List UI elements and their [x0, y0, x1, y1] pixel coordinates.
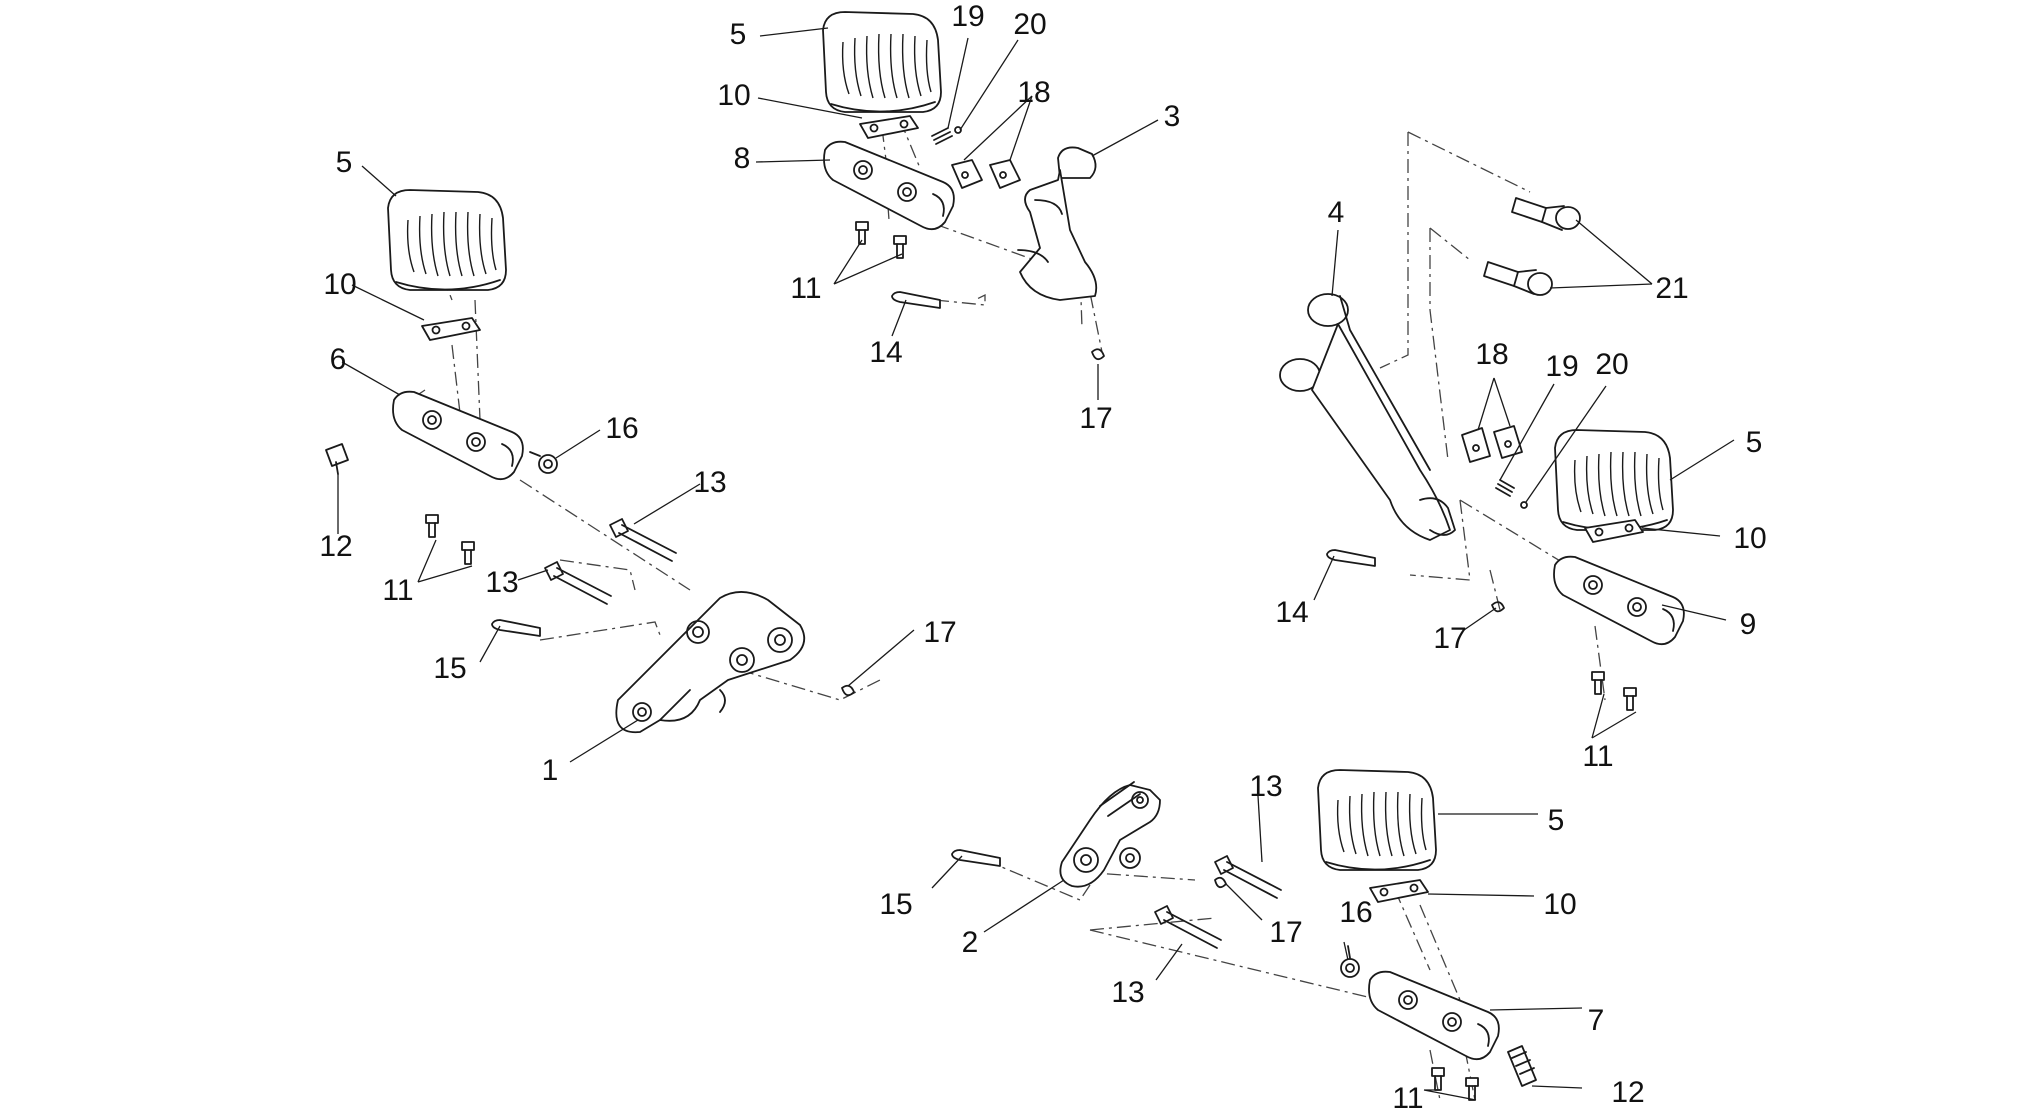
callout-4: 4	[1328, 196, 1345, 229]
callout-5: 5	[1746, 426, 1763, 459]
callout-20: 20	[1595, 348, 1628, 381]
callout-14: 14	[869, 336, 902, 369]
callout-10: 10	[717, 79, 750, 112]
bolt-lower-b	[1465, 1077, 1479, 1101]
callout-16: 16	[605, 412, 638, 445]
callout-21: 21	[1655, 272, 1688, 305]
clip-right	[1491, 601, 1505, 613]
long-bolt-left-a	[609, 518, 677, 562]
spring-lower	[1340, 945, 1360, 978]
assembly-centerlines	[394, 39, 1606, 1101]
footpeg-bracket-right	[1553, 555, 1685, 646]
footpeg-plate-upper	[859, 115, 919, 139]
long-bolt-lower-a	[1214, 855, 1282, 899]
shift-lever-right	[1279, 293, 1456, 541]
callout-5: 5	[1548, 804, 1565, 837]
callout-10: 10	[1733, 522, 1766, 555]
callout-18: 18	[1017, 76, 1050, 109]
long-bolt-lower-b	[1154, 905, 1222, 949]
callout-11: 11	[1392, 1082, 1423, 1109]
callout-15: 15	[433, 652, 466, 685]
pin-lower	[951, 849, 1001, 867]
clip-lower	[1214, 876, 1227, 889]
callout-18: 18	[1475, 338, 1508, 371]
callout-20: 20	[1013, 8, 1046, 41]
bolt-left-b	[461, 541, 475, 565]
left-assembly	[325, 189, 855, 734]
callout-17: 17	[923, 616, 956, 649]
brake-lever-upper	[1017, 146, 1098, 301]
footpeg-bracket-lower	[1368, 970, 1500, 1061]
callout-13: 13	[485, 566, 518, 599]
clip-left	[841, 684, 855, 697]
bushing-pads-upper	[951, 159, 1021, 189]
right-assembly	[1279, 197, 1685, 711]
callout-10: 10	[323, 268, 356, 301]
callout-5: 5	[730, 18, 747, 51]
callout-15: 15	[879, 888, 912, 921]
mounting-plate-lower	[1059, 781, 1161, 888]
callout-8: 8	[734, 142, 751, 175]
callout-7: 7	[1588, 1004, 1605, 1037]
callout-2: 2	[962, 926, 979, 959]
spring-right	[1495, 479, 1528, 509]
callout-19: 19	[951, 0, 984, 33]
long-bolt-left-b	[544, 561, 612, 605]
callout-11: 11	[382, 574, 413, 607]
footpeg-rubber-left	[387, 189, 507, 291]
cap-screw-right-b	[1483, 261, 1553, 296]
callout-17: 17	[1269, 916, 1302, 949]
callout-9: 9	[1740, 608, 1757, 641]
footpeg-plate-lower	[1369, 879, 1429, 903]
callout-14: 14	[1275, 596, 1308, 629]
clip-upper	[1091, 348, 1105, 361]
mounting-plate-left	[615, 591, 806, 734]
callout-11: 11	[790, 272, 821, 305]
cap-screw-right-a	[1511, 197, 1581, 231]
adjuster-screw-lower	[1507, 1045, 1537, 1087]
callout-labels: 5 19 20 10 18 3 8 11 14 17 5 10 6 16 12 …	[319, 0, 1766, 1109]
callout-13: 13	[693, 466, 726, 499]
leader-lines	[337, 27, 1735, 1101]
callout-11: 11	[1582, 740, 1613, 773]
callout-13: 13	[1111, 976, 1144, 1009]
callout-6: 6	[330, 343, 347, 376]
spring-left	[529, 451, 558, 474]
callout-12: 12	[319, 530, 352, 563]
lower-assembly	[951, 769, 1537, 1101]
bolt-left-a	[425, 514, 439, 538]
upper-assembly	[822, 11, 1105, 361]
callout-16: 16	[1339, 896, 1372, 929]
callout-17: 17	[1433, 622, 1466, 655]
footpeg-rubber-right	[1554, 429, 1674, 531]
footpeg-bracket-left	[392, 390, 524, 481]
pin-right	[1326, 549, 1376, 567]
callout-13: 13	[1249, 770, 1282, 803]
spring-upper	[931, 126, 962, 145]
callout-19: 19	[1545, 350, 1578, 383]
footpeg-plate-left	[421, 317, 481, 341]
callout-3: 3	[1164, 100, 1181, 133]
pin-upper	[891, 291, 941, 309]
footpeg-rubber-upper	[822, 11, 942, 113]
bushing-pads-right	[1461, 425, 1523, 463]
callout-1: 1	[542, 754, 559, 787]
bolt-right-b	[1623, 687, 1637, 711]
callout-10: 10	[1543, 888, 1576, 921]
callout-12: 12	[1611, 1076, 1644, 1109]
callout-17: 17	[1079, 402, 1112, 435]
adjuster-screw-left	[325, 443, 349, 475]
footpeg-rubber-lower	[1317, 769, 1437, 871]
callout-5: 5	[336, 146, 353, 179]
